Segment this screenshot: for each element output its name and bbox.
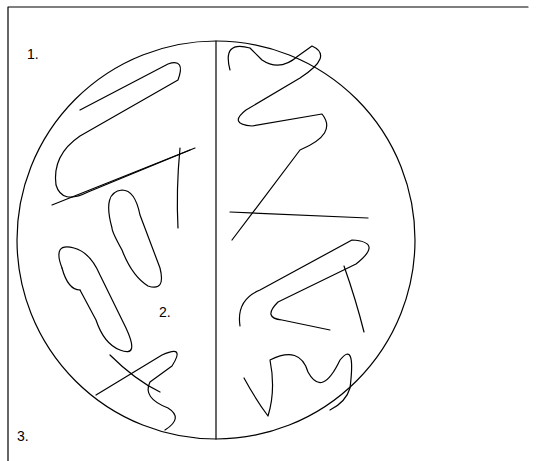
streak — [52, 148, 195, 205]
streak — [109, 190, 162, 287]
streak — [110, 355, 160, 392]
divider-line — [215, 41, 216, 439]
callout-number: 1. — [26, 46, 40, 62]
callout-number: 2. — [158, 304, 172, 320]
streak — [344, 266, 364, 332]
streak — [62, 268, 80, 290]
streak — [177, 148, 180, 228]
streak — [59, 247, 132, 352]
streak — [230, 212, 368, 218]
petri-dish — [17, 41, 415, 439]
streak — [96, 351, 177, 430]
streak — [228, 46, 327, 240]
streak — [239, 240, 369, 330]
frame-border — [8, 7, 528, 461]
callout-number: 3. — [16, 428, 30, 444]
streak — [244, 354, 352, 416]
